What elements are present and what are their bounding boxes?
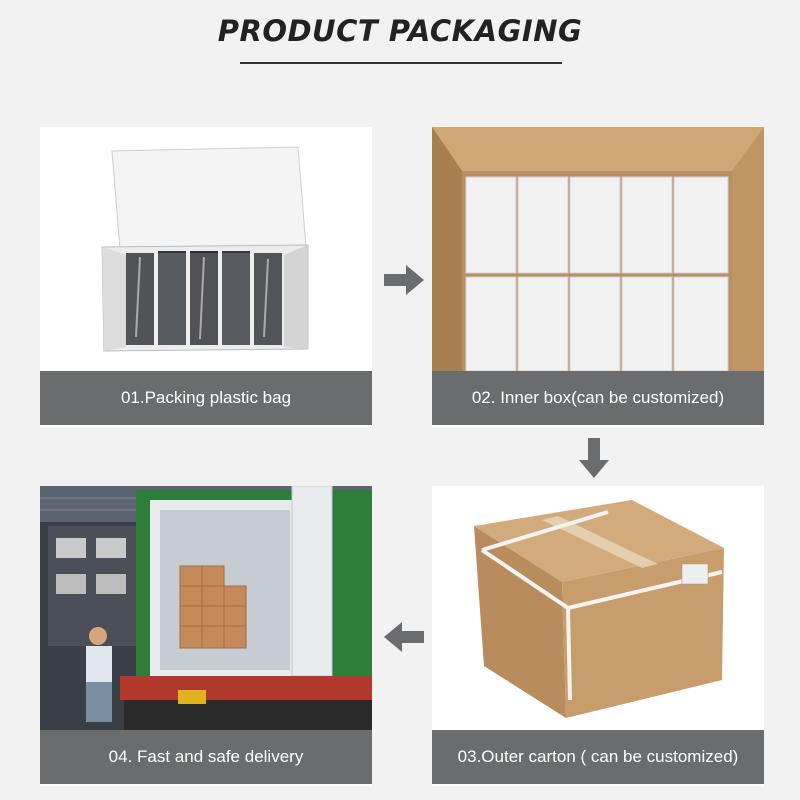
step-card-inner-box: 02. Inner box(can be customized)	[432, 127, 764, 427]
packing-bag-photo	[40, 127, 372, 371]
arrow-left-icon	[384, 622, 424, 652]
delivery-photo	[40, 486, 372, 730]
step-card-outer-carton: 03.Outer carton ( can be customized)	[432, 486, 764, 786]
arrow-right-icon	[384, 265, 424, 295]
step-card-packing-bag: 01.Packing plastic bag	[40, 127, 372, 427]
title-underline	[240, 62, 562, 64]
step-caption: 02. Inner box(can be customized)	[432, 371, 764, 425]
inner-box-photo	[432, 127, 764, 371]
arrow-down-icon	[579, 438, 609, 478]
page-title: PRODUCT PACKAGING	[217, 14, 583, 48]
step-caption: 04. Fast and safe delivery	[40, 730, 372, 784]
step-card-delivery: 04. Fast and safe delivery	[40, 486, 372, 786]
step-caption: 01.Packing plastic bag	[40, 371, 372, 425]
step-caption: 03.Outer carton ( can be customized)	[432, 730, 764, 784]
outer-carton-photo	[432, 486, 764, 730]
